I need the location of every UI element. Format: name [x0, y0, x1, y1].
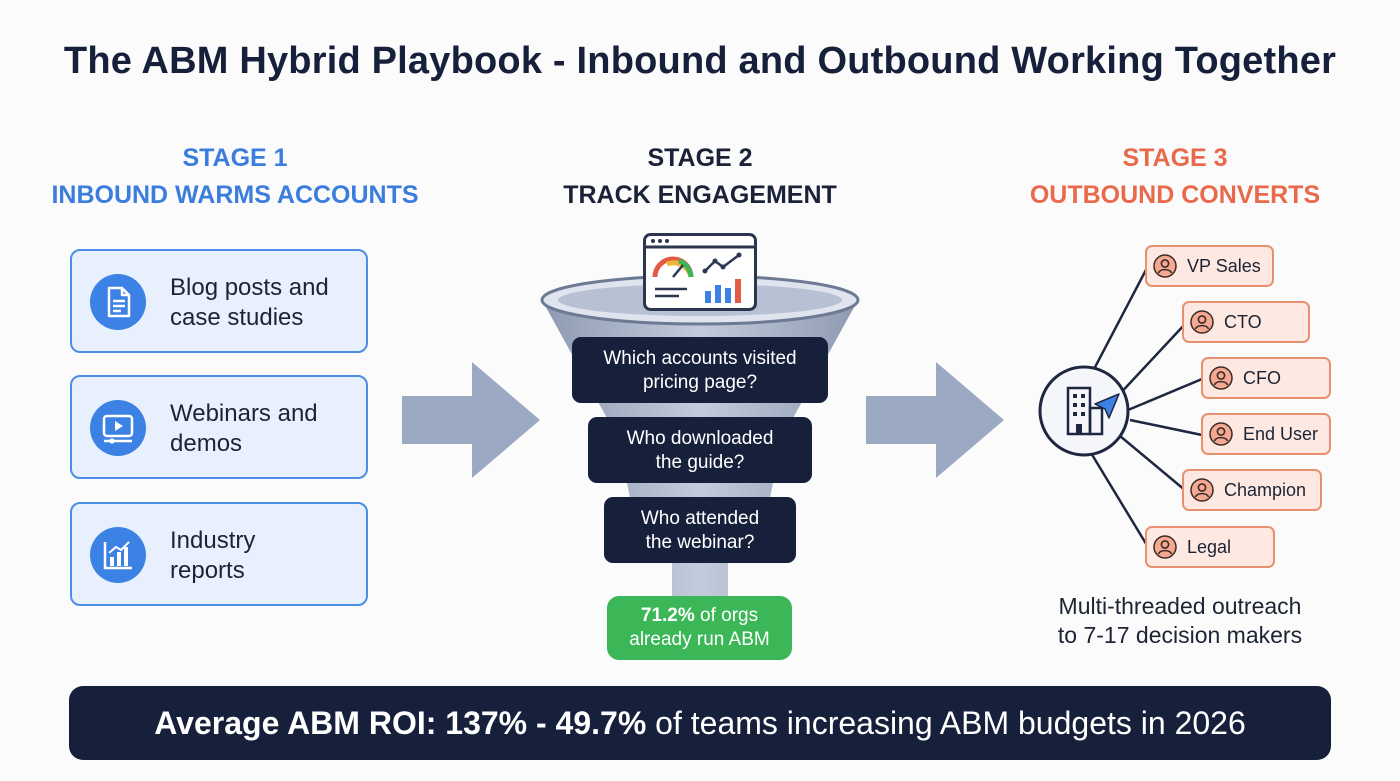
question-line: Who downloaded: [626, 428, 774, 449]
label-line: Webinars and: [170, 400, 318, 427]
outreach-caption: Multi-threaded outreach to 7-17 decision…: [1010, 592, 1350, 650]
stage-1-header: STAGE 1 INBOUND WARMS ACCOUNTS: [20, 140, 450, 214]
roi-banner: Average ABM ROI: 137% - 49.7% of teams i…: [69, 686, 1331, 760]
inbound-card-label: Blog posts and case studies: [170, 273, 329, 333]
abm-adoption-badge: 71.2% of orgs already run ABM: [607, 596, 792, 660]
role-label: VP Sales: [1187, 256, 1261, 276]
person-icon: [1190, 478, 1214, 502]
person-icon: [1153, 254, 1177, 278]
person-icon: [1190, 310, 1214, 334]
role-label: Champion: [1224, 480, 1307, 500]
question-line: the guide?: [655, 452, 745, 473]
inbound-card-label: Webinars and demos: [170, 399, 318, 459]
label-line: demos: [170, 430, 243, 457]
role-label: CFO: [1243, 368, 1281, 388]
question-line: the webinar?: [645, 532, 755, 553]
stage-3-name: OUTBOUND CONVERTS: [1029, 181, 1321, 209]
role-cto: CTO: [1182, 301, 1310, 343]
stage-3-number: STAGE 3: [1122, 144, 1228, 172]
funnel-question-webinar: Who attended the webinar?: [604, 497, 796, 563]
roi-highlight: Average ABM ROI: 137% - 49.7%: [154, 705, 647, 741]
stage-2-header: STAGE 2 TRACK ENGAGEMENT: [490, 140, 910, 214]
video-play-icon: [90, 400, 146, 456]
inbound-card-blog: Blog posts and case studies: [70, 249, 368, 353]
person-icon: [1153, 535, 1177, 559]
label-line: Blog posts and: [170, 274, 329, 301]
role-label: CTO: [1224, 312, 1262, 332]
label-line: Industry: [170, 527, 256, 554]
stat-value: 71.2%: [640, 605, 695, 626]
role-label: End User: [1243, 424, 1319, 444]
company-building-icon: [1038, 365, 1130, 457]
stage-2-number: STAGE 2: [647, 144, 753, 172]
label-line: reports: [170, 557, 245, 584]
stage-1-number: STAGE 1: [182, 144, 288, 172]
role-vp-sales: VP Sales: [1145, 245, 1274, 287]
stage-3-header: STAGE 3 OUTBOUND CONVERTS: [1000, 140, 1350, 214]
caption-line: to 7-17 decision makers: [1057, 622, 1303, 648]
funnel-question-guide: Who downloaded the guide?: [588, 417, 812, 483]
arrow-stage1-to-stage2: [402, 362, 540, 478]
question-line: Who attended: [640, 508, 760, 529]
stage-1-name: INBOUND WARMS ACCOUNTS: [51, 181, 419, 209]
stat-line2: already run ABM: [629, 629, 770, 650]
stage-2-name: TRACK ENGAGEMENT: [563, 181, 837, 209]
person-icon: [1209, 422, 1233, 446]
inbound-card-reports: Industry reports: [70, 502, 368, 606]
caption-line: Multi-threaded outreach: [1058, 593, 1302, 619]
stat-text: of orgs: [694, 605, 759, 626]
arrow-stage2-to-stage3: [866, 362, 1004, 478]
question-line: pricing page?: [642, 372, 758, 393]
role-champion: Champion: [1182, 469, 1322, 511]
analytics-dashboard-icon: [643, 233, 757, 311]
roi-text: of teams increasing ABM budgets in 2026: [646, 705, 1246, 741]
question-line: Which accounts visited: [603, 348, 797, 369]
role-legal: Legal: [1145, 526, 1275, 568]
document-icon: [90, 274, 146, 330]
page-title: The ABM Hybrid Playbook - Inbound and Ou…: [63, 40, 1337, 82]
bar-chart-icon: [90, 527, 146, 583]
inbound-card-webinars: Webinars and demos: [70, 375, 368, 479]
funnel-question-pricing: Which accounts visited pricing page?: [572, 337, 828, 403]
label-line: case studies: [170, 304, 304, 331]
role-label: Legal: [1187, 537, 1232, 557]
role-end-user: End User: [1201, 413, 1331, 455]
role-cfo: CFO: [1201, 357, 1331, 399]
inbound-card-label: Industry reports: [170, 526, 255, 586]
person-icon: [1209, 366, 1233, 390]
